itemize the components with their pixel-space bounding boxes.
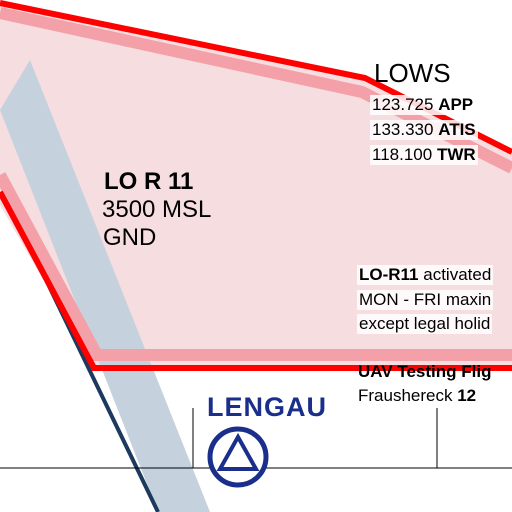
notice-line-2: MON - FRI maxin xyxy=(357,290,494,310)
uav-notice-location-line: Fraushereck 12 xyxy=(358,386,476,406)
notice-line-1: LO-R11 activated xyxy=(357,265,494,285)
uav-notice-title: UAV Testing Flig xyxy=(358,362,492,381)
frequency-service: ATIS xyxy=(438,120,476,139)
reporting-point-name[interactable]: LENGAU xyxy=(207,392,327,422)
frequency-row: 123.725 APP xyxy=(370,95,476,115)
notice-line-1-text: activated xyxy=(418,265,492,284)
reporting-point-icon[interactable] xyxy=(207,426,269,488)
uav-notice-frequency: 12 xyxy=(457,386,477,405)
frequency-value: 133.330 xyxy=(372,120,434,139)
notice-line-3: except legal holid xyxy=(357,314,493,334)
frequency-service: TWR xyxy=(436,145,476,164)
uav-notice-location: Fraushereck xyxy=(358,386,458,405)
frequency-value: 118.100 xyxy=(372,145,433,164)
airport-name: LOWS xyxy=(374,58,451,88)
corridor-band xyxy=(0,60,210,512)
restricted-area-lower-limit: GND xyxy=(103,224,157,251)
frequency-value: 123.725 xyxy=(372,95,434,114)
restricted-area-name: LO R 11 xyxy=(104,168,194,195)
notice-area-id: LO-R11 xyxy=(359,265,419,284)
frequency-row: 118.100 TWR xyxy=(370,145,478,165)
restricted-area-inner-border xyxy=(0,7,512,174)
restricted-area-border-lower xyxy=(0,190,512,371)
restricted-area-upper-limit: 3500 MSL xyxy=(102,196,212,223)
restricted-area-inner-border-lower xyxy=(0,172,512,361)
frequency-service: APP xyxy=(438,95,474,114)
frequency-row: 133.330 ATIS xyxy=(370,120,478,140)
